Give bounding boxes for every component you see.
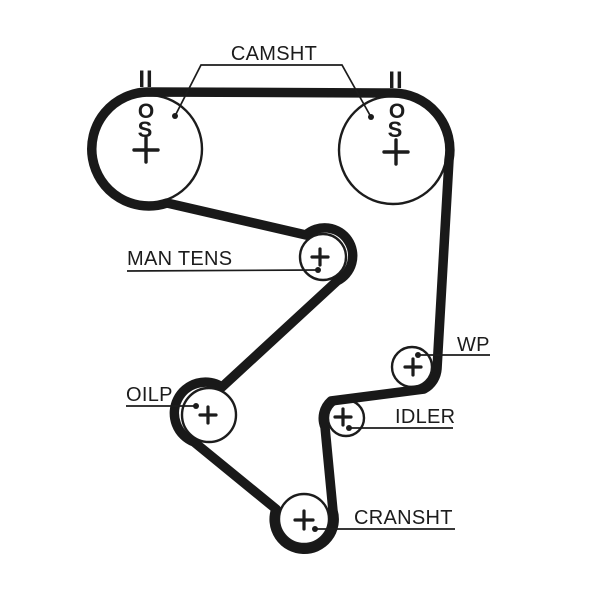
wp-leader-dot: [415, 352, 421, 358]
camshaft-left-leader-dot: [172, 113, 178, 119]
timing-mark-left-O: O: [138, 100, 154, 123]
timing-mark-right-S: S: [388, 117, 403, 142]
idler-leader-dot: [346, 425, 352, 431]
manual-tensioner-label: MAN TENS: [127, 248, 232, 270]
plus-mark-crankshaft: [293, 509, 315, 531]
plus-mark-camshaft-right: [382, 138, 410, 166]
camshaft-label: CAMSHT: [231, 43, 317, 65]
timing-mark-right-II: II: [388, 67, 403, 94]
plus-mark-oil-pump: [198, 405, 218, 425]
plus-mark-manual-tensioner: [310, 247, 330, 267]
oilp-leader-dot: [193, 403, 199, 409]
cransht-leader-dot: [312, 526, 318, 532]
crankshaft-label: CRANSHT: [354, 507, 453, 529]
man-tens-leader-line: [126, 269, 319, 272]
timing-mark-left-II: II: [138, 66, 153, 93]
oil-pump-label: OILP: [126, 384, 173, 406]
camshaft-right-leader-dot: [368, 114, 374, 120]
water-pump-label: WP: [457, 334, 490, 356]
timing-mark-left-S: S: [138, 117, 153, 142]
timing-belt: [87, 87, 455, 555]
plus-mark-camshaft-left: [132, 136, 160, 164]
man-tens-leader-dot: [315, 267, 321, 273]
camshaft-bracket-line: [174, 64, 372, 118]
plus-mark-water-pump: [403, 357, 423, 377]
idler-label: IDLER: [395, 406, 455, 428]
plus-mark-idler: [333, 407, 353, 427]
timing-mark-right-O: O: [389, 100, 405, 123]
